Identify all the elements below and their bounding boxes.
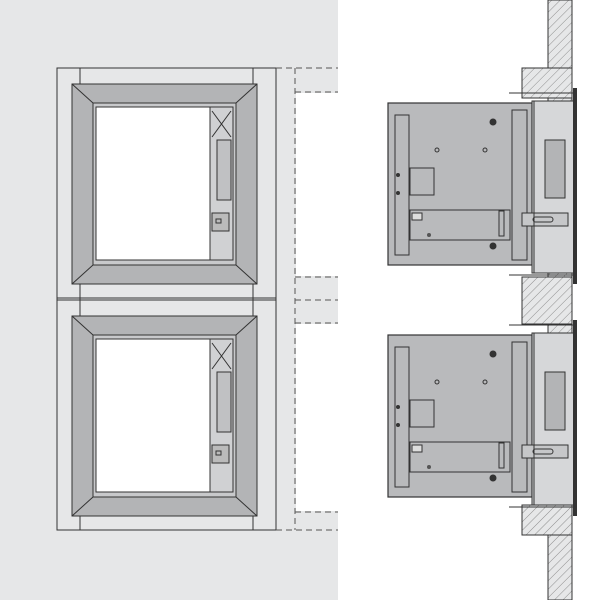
recess-bottom (296, 324, 338, 511)
recess-top (296, 93, 338, 276)
outer-frame (56, 67, 277, 531)
section-unit-top (387, 87, 578, 285)
wall-section (521, 0, 573, 600)
section-unit-bottom (387, 319, 578, 517)
access-panel-bottom (71, 315, 258, 517)
access-panel-top (71, 83, 258, 285)
dashed-outline (276, 67, 338, 531)
